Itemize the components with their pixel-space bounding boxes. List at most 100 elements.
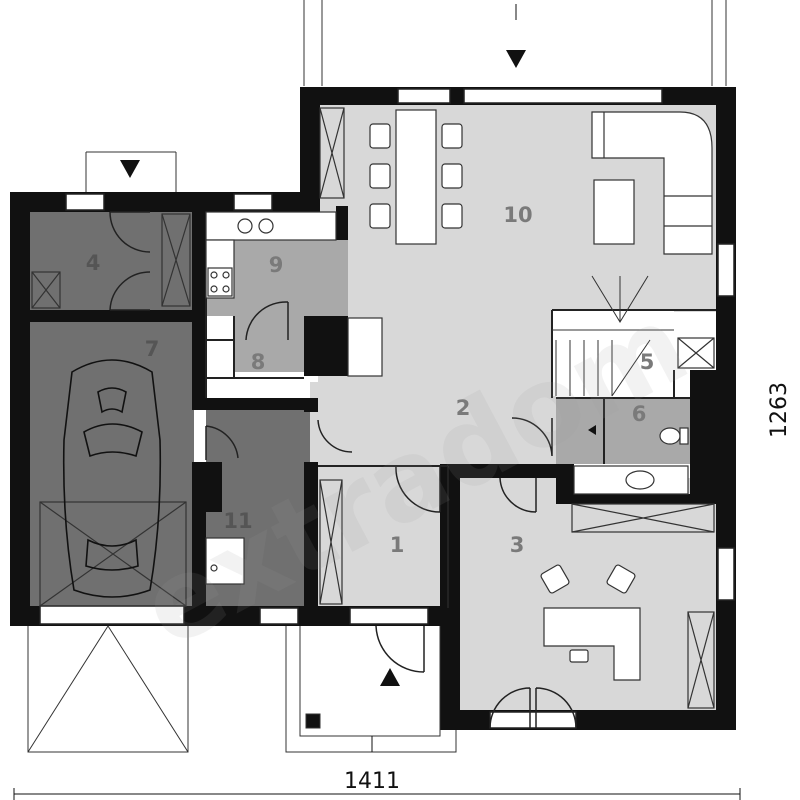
cabinet-wc xyxy=(677,337,715,369)
dimension-height: 1263 xyxy=(767,382,792,438)
cabinet-garage-right-x xyxy=(161,213,191,307)
wall-top-garage xyxy=(10,192,320,212)
office-chair xyxy=(569,649,589,663)
cabinets xyxy=(31,107,715,709)
window-garage-top-1 xyxy=(65,193,105,211)
cabinet-dining-left xyxy=(319,107,345,199)
door-boiler-garage xyxy=(109,271,151,311)
washbasin xyxy=(625,470,655,490)
room-label-6: 6 xyxy=(632,402,647,426)
wall-left-office xyxy=(440,466,460,730)
chair-l1 xyxy=(369,123,391,149)
living-set xyxy=(591,111,713,255)
floor-room-3 xyxy=(458,478,716,712)
room-label-9: 9 xyxy=(269,253,284,277)
wall-left-garage xyxy=(10,192,30,624)
room-label-8: 8 xyxy=(251,350,266,374)
chair-r2 xyxy=(441,163,463,189)
wall-left-main-top xyxy=(300,87,320,197)
arrow-north xyxy=(506,50,526,68)
window-north-1 xyxy=(397,88,451,104)
room-label-10: 10 xyxy=(503,203,532,227)
window-south-2 xyxy=(349,607,429,625)
room-label-3: 3 xyxy=(510,533,525,557)
porch-post xyxy=(305,713,321,729)
chair-r1 xyxy=(441,123,463,149)
utility-drain xyxy=(210,564,218,572)
wall-kitchen-east xyxy=(336,206,348,240)
wall-garage-boiler xyxy=(30,310,206,322)
armchair-1 xyxy=(540,564,570,594)
cabinet-room1-x xyxy=(319,479,343,605)
floor-room-7 xyxy=(30,322,194,606)
window-garage-top-2 xyxy=(233,193,273,211)
wall-garage-east xyxy=(192,192,206,406)
burner-2 xyxy=(222,271,230,279)
door-pantry xyxy=(245,301,289,341)
cabinet-garage-right xyxy=(161,213,191,307)
dimension-width: 1411 xyxy=(344,769,400,794)
driveway xyxy=(27,625,189,753)
cabinet-wc-x xyxy=(677,337,715,369)
cabinet-boiler-x xyxy=(31,271,61,309)
cabinet-dining-left-x xyxy=(319,107,345,199)
stairs xyxy=(552,275,674,397)
wall-bath-right xyxy=(690,370,718,498)
office-furniture xyxy=(540,564,641,681)
door-office-patio-l xyxy=(489,687,531,729)
window-east-1 xyxy=(717,243,735,297)
door-garage-hall xyxy=(205,425,239,460)
burner-1 xyxy=(210,271,218,279)
chair-l2 xyxy=(369,163,391,189)
coffee-table xyxy=(593,179,635,245)
room-label-5: 5 xyxy=(640,350,655,374)
toilet xyxy=(659,427,681,445)
floor-stairs xyxy=(552,310,674,396)
entrance-porch xyxy=(285,626,457,753)
door-office-patio-r xyxy=(535,687,577,729)
door-room1 xyxy=(395,465,441,513)
chair-r3 xyxy=(441,203,463,229)
car-body xyxy=(62,359,162,598)
exterior xyxy=(13,0,741,800)
windows xyxy=(39,88,735,729)
toilet-tank xyxy=(679,427,689,445)
car-rear-window xyxy=(85,538,139,571)
room-label-11: 11 xyxy=(223,509,252,533)
car xyxy=(62,359,162,598)
car-hood xyxy=(97,387,127,414)
utility-fixtures xyxy=(205,537,245,585)
burner-4 xyxy=(222,285,230,293)
wall-office-top xyxy=(440,464,560,478)
cabinet-office-top-x xyxy=(571,503,715,533)
arrow-bath xyxy=(588,425,596,435)
door-boiler xyxy=(109,211,151,253)
door-entrance xyxy=(375,625,425,673)
stair-fan xyxy=(591,275,649,323)
floor-room-8 xyxy=(234,316,308,372)
stair-diag xyxy=(611,339,651,397)
armchair-2 xyxy=(606,564,636,594)
room-label-2: 2 xyxy=(456,396,471,420)
cabinet-office-right-x xyxy=(687,611,715,709)
entry-arrows xyxy=(120,50,596,686)
door-hall-west xyxy=(317,419,353,453)
window-east-2 xyxy=(717,547,735,601)
cabinet-office-right xyxy=(687,611,715,709)
burner-3 xyxy=(210,285,218,293)
garage-floor-panel-x xyxy=(39,501,187,607)
wall-utility-east-lower xyxy=(304,462,318,612)
wall-utility-top xyxy=(192,398,310,410)
utility-box xyxy=(205,537,245,585)
floor-room-1 xyxy=(318,466,448,608)
cabinet-room1 xyxy=(319,479,343,605)
arrow-garage xyxy=(120,160,140,178)
wall-right-upper xyxy=(716,87,736,717)
wall-bottom-office xyxy=(440,710,736,730)
sink-bowl-2 xyxy=(258,218,274,234)
cabinet-office-top xyxy=(571,503,715,533)
garage-floor-panel xyxy=(39,501,187,607)
wall-utility-notch xyxy=(194,462,222,512)
room-label-7: 7 xyxy=(145,337,160,361)
